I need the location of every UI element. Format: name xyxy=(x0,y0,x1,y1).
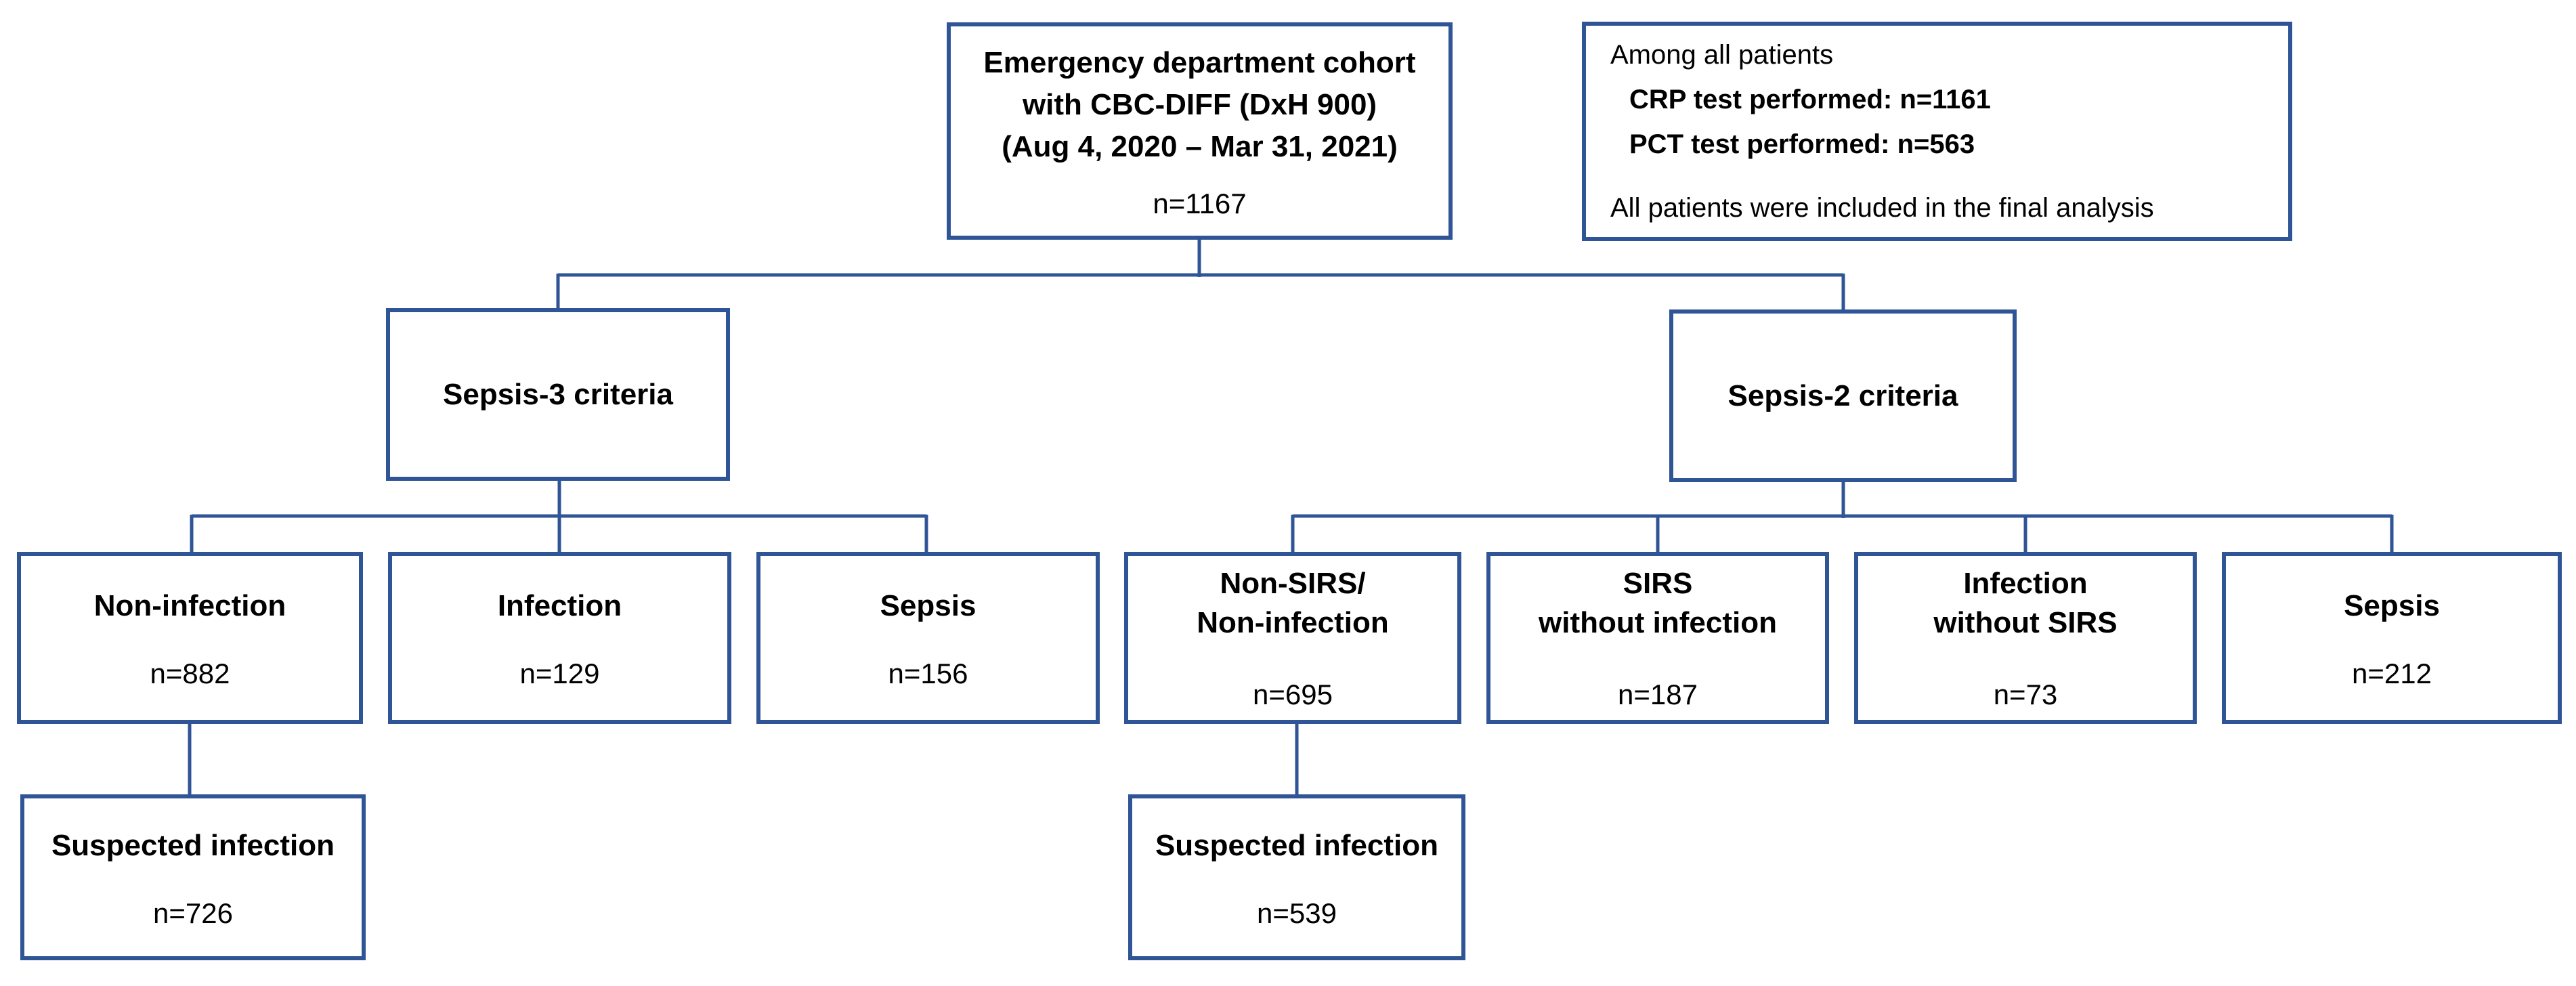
node-non-sirs-count: n=695 xyxy=(1253,679,1333,710)
node-ed-cohort: Emergency department cohort with CBC-DIF… xyxy=(947,22,1453,240)
node-suspected-infection-s3-label: Suspected infection xyxy=(51,828,335,862)
node-ed-cohort-title-line3: (Aug 4, 2020 – Mar 31, 2021) xyxy=(1002,129,1398,163)
node-suspected-infection-s3-count: n=726 xyxy=(153,897,233,929)
node-suspected-infection-s3: Suspected infection n=726 xyxy=(20,794,366,960)
node-sepsis2-criteria-label: Sepsis-2 criteria xyxy=(1727,379,1958,412)
info-heading: Among all patients xyxy=(1610,40,1834,70)
info-inclusion-note: All patients were included in the final … xyxy=(1610,193,2154,223)
node-sepsis3-sepsis-label: Sepsis xyxy=(880,589,976,622)
node-info-tests: Among all patients CRP test performed: n… xyxy=(1582,22,2292,241)
node-infection-without-sirs-label-line1: Infection xyxy=(1963,567,2088,600)
node-sepsis3-sepsis: Sepsis n=156 xyxy=(756,552,1100,724)
node-sirs-without-infection-label-line1: SIRS xyxy=(1623,567,1693,600)
node-sepsis2-sepsis-label: Sepsis xyxy=(2344,589,2440,622)
node-infection-label: Infection xyxy=(497,589,622,622)
node-ed-cohort-title-line1: Emergency department cohort xyxy=(983,45,1416,79)
node-infection-without-sirs-count: n=73 xyxy=(1993,679,2058,710)
info-crp-count: CRP test performed: n=1161 xyxy=(1629,85,1991,114)
node-sepsis2-criteria: Sepsis-2 criteria xyxy=(1669,309,2017,482)
node-infection-count: n=129 xyxy=(519,658,600,689)
node-sirs-without-infection-count: n=187 xyxy=(1618,679,1698,710)
node-sirs-without-infection: SIRS without infection n=187 xyxy=(1486,552,1829,724)
node-sepsis3-criteria: Sepsis-3 criteria xyxy=(386,308,730,481)
node-sirs-without-infection-label-line2: without infection xyxy=(1539,606,1777,639)
node-non-sirs-non-infection: Non-SIRS/ Non-infection n=695 xyxy=(1124,552,1461,724)
node-ed-cohort-count: n=1167 xyxy=(1153,187,1247,219)
node-infection-without-sirs-label-line2: without SIRS xyxy=(1933,606,2118,639)
node-sepsis2-sepsis-count: n=212 xyxy=(2352,658,2432,689)
node-suspected-infection-s2-label: Suspected infection xyxy=(1155,828,1439,862)
node-sepsis3-sepsis-count: n=156 xyxy=(888,658,968,689)
info-pct-count: PCT test performed: n=563 xyxy=(1629,129,1975,159)
node-non-infection-label: Non-infection xyxy=(93,589,286,622)
node-suspected-infection-s2-count: n=539 xyxy=(1257,897,1337,929)
node-non-infection: Non-infection n=882 xyxy=(17,552,363,724)
node-sepsis3-criteria-label: Sepsis-3 criteria xyxy=(443,377,673,411)
node-suspected-infection-s2: Suspected infection n=539 xyxy=(1128,794,1465,960)
node-non-sirs-label-line2: Non-infection xyxy=(1197,606,1389,639)
node-sepsis2-sepsis: Sepsis n=212 xyxy=(2222,552,2562,724)
node-infection-without-sirs: Infection without SIRS n=73 xyxy=(1854,552,2197,724)
node-infection: Infection n=129 xyxy=(388,552,731,724)
node-ed-cohort-title-line2: with CBC-DIFF (DxH 900) xyxy=(1022,87,1377,121)
node-non-sirs-label-line1: Non-SIRS/ xyxy=(1220,567,1366,600)
node-non-infection-count: n=882 xyxy=(150,658,230,689)
